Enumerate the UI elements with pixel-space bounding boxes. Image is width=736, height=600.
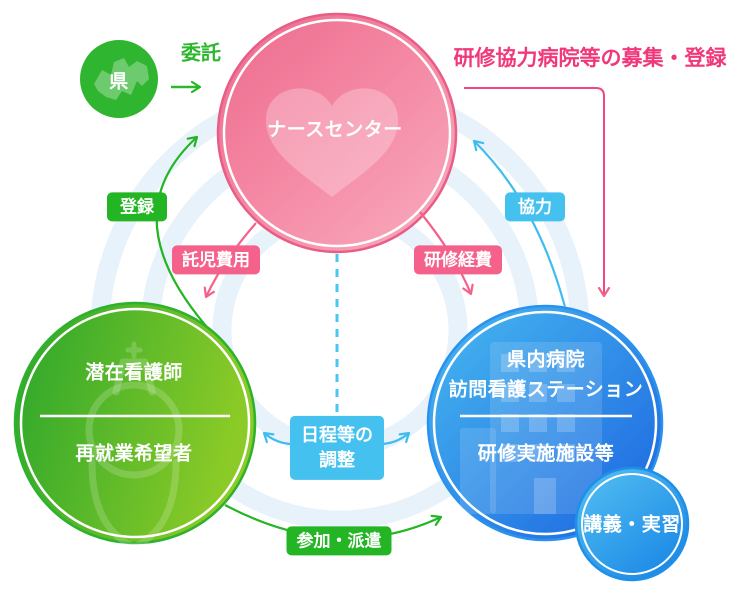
lecture-label: 講義・実習 <box>583 514 681 536</box>
register-arrow <box>155 135 207 327</box>
nurse-center-label: ナースセンター <box>267 119 403 141</box>
schedule-badge-line2: 調整 <box>319 450 355 470</box>
nurse-silhouette-icon <box>85 341 183 551</box>
cooperation-badge: 協力 <box>505 192 565 222</box>
heart-icon <box>266 88 398 197</box>
recruit-heading: 研修協力病院等の募集・登録 <box>453 47 727 70</box>
hospitals-label-line2: 訪問看護ステーション <box>448 379 644 401</box>
hospital-icon <box>460 342 602 514</box>
prefecture-circle <box>80 40 158 118</box>
training-cost-badge: 研修経費 <box>414 245 502 275</box>
participate-badge: 参加・派遣 <box>286 526 392 556</box>
schedule-badge-line1: 日程等の <box>301 424 373 445</box>
hospitals-label-line3: 研修実施施設等 <box>477 443 615 465</box>
latent-nurses-label-top: 潜在看護師 <box>85 362 183 384</box>
prefecture-label: 県 <box>109 71 129 93</box>
hospitals-label-line1: 県内病院 <box>506 349 586 371</box>
latent-nurses-circle <box>13 301 257 551</box>
latent-nurses-label-bottom: 再就業希望者 <box>75 443 193 465</box>
prefecture-map-icon <box>94 58 149 100</box>
recruit-elbow-arrow <box>464 87 611 298</box>
childcare-cost-badge: 託児費用 <box>172 245 260 275</box>
register-badge: 登録 <box>107 192 167 222</box>
commission-label: 委託 <box>181 42 221 65</box>
schedule-badge: 日程等の 調整 <box>290 415 384 481</box>
nurse-center-circle <box>216 12 458 254</box>
lecture-circle <box>574 466 690 582</box>
